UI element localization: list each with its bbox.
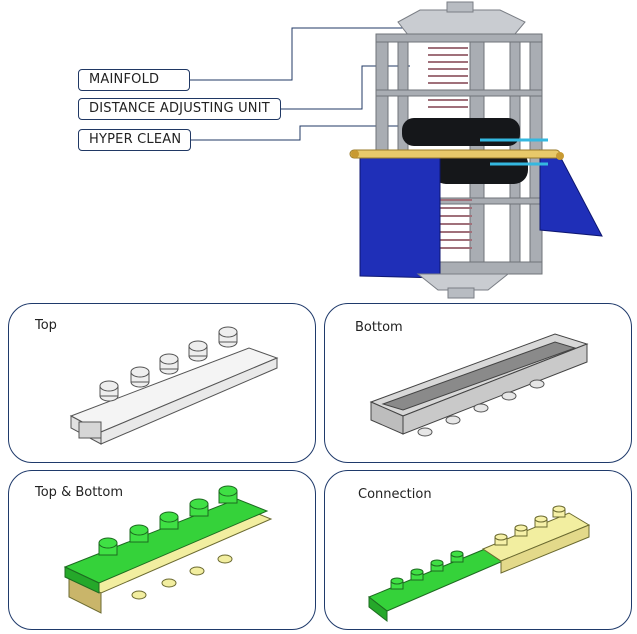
panel-title: Top [35,318,57,333]
bottom-port [447,287,475,299]
blue-web-left [359,149,441,279]
panel-title: Top & Bottom [35,485,124,500]
panel-title: Bottom [355,320,403,335]
guide-roller [349,149,561,159]
panel-bottom: Bottom [324,303,632,463]
manifold-port [446,1,474,13]
roller-end-right [556,152,564,160]
distance-adjusting-unit-label: DISTANCE ADJUSTING UNIT [78,98,281,120]
panel-connection: Connection [324,470,632,630]
roller-end-left [351,150,359,158]
mainfold-label: MAINFOLD [78,69,190,91]
top-and-bottom-assembly-illustration [63,485,273,614]
hyper-clean-roller-upper [402,118,520,146]
top-part-illustration [69,326,279,445]
distance-adjusting-springs [428,47,472,249]
bottom-hopper [416,273,510,291]
blue-web-right [539,149,603,237]
bottom-part-illustration [369,333,589,437]
panel-title: Connection [358,487,432,502]
connection-assembly-illustration [368,505,591,623]
mainfold-leader-line [190,27,405,81]
panel-top-and-bottom: Top & Bottom [8,470,316,630]
hyper-leader-line [191,125,400,141]
cleaning-machine-illustration [190,1,603,299]
distance-leader-line [281,65,410,110]
panel-top: Top [8,303,316,463]
hyper-clean-label: HYPER CLEAN [78,129,191,151]
